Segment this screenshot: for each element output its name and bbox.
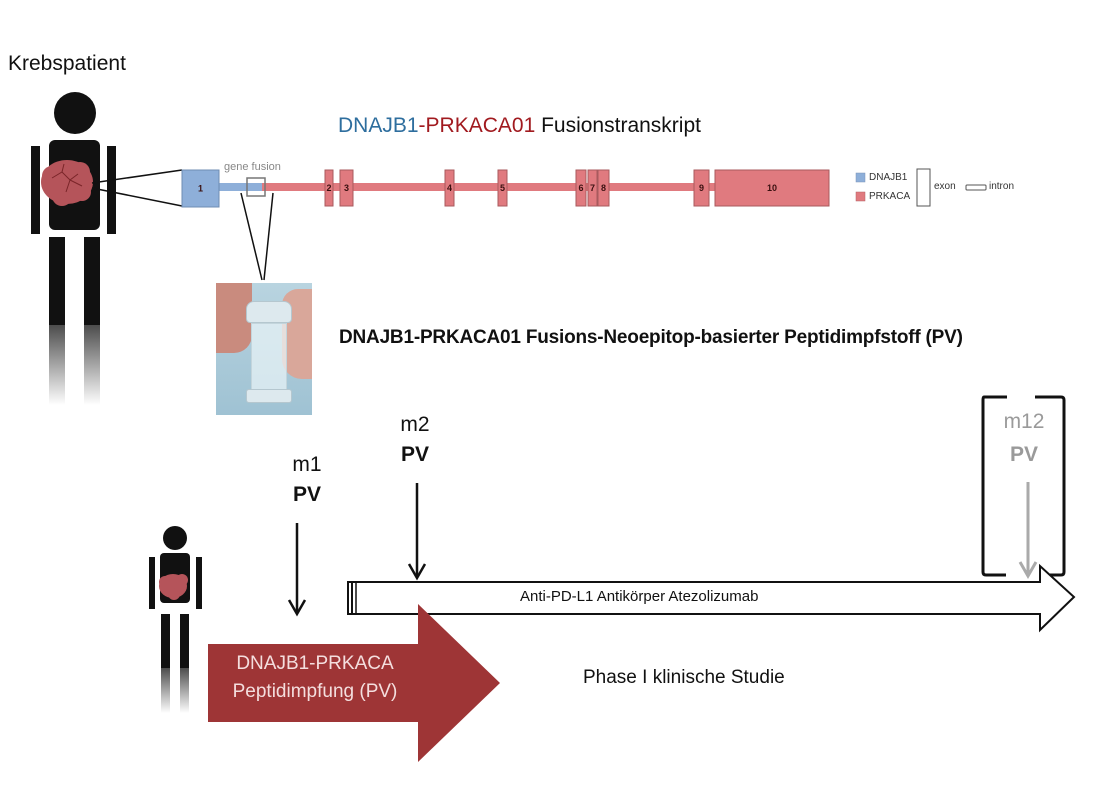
timepoint-m12-label: PV	[1009, 443, 1038, 466]
small-tumor-icon	[159, 574, 188, 600]
timepoint-arrow-m1	[287, 523, 307, 617]
exon-label-3: 3	[344, 183, 349, 193]
timepoint-m12-month: m12	[1003, 410, 1045, 433]
exon-label-1: 1	[198, 184, 203, 194]
peptide-vaccination-arrow	[208, 604, 500, 762]
timepoint-m1-month: m1	[292, 453, 322, 476]
patient-figure-large	[31, 92, 116, 405]
exon-9	[693, 169, 710, 207]
timepoint-arrow-m12	[1018, 482, 1038, 580]
legend-label-intron: intron	[989, 181, 1015, 192]
transcript-title: DNAJB1-PRKACA01 Fusionstranskript	[338, 114, 701, 138]
exon-3	[339, 169, 354, 207]
tumor-icon	[41, 160, 93, 206]
vial-cap	[246, 301, 292, 323]
patient-left-arm	[31, 146, 40, 234]
peptide-arrow-label-line1: DNAJB1-PRKACA	[236, 653, 394, 674]
legend-label-exon: exon	[934, 181, 956, 192]
transcript-legend	[855, 168, 987, 207]
exon-label-2: 2	[326, 183, 331, 193]
intron-prkaca	[262, 183, 717, 191]
gene-fusion-label: gene fusion	[224, 161, 281, 173]
legend-intron-symbol	[965, 184, 987, 191]
m12-bracket	[981, 395, 1066, 577]
patient-head	[54, 92, 96, 134]
patient-right-arm	[107, 146, 116, 234]
exon-4	[444, 169, 455, 207]
exon-1	[181, 169, 220, 208]
exon-label-4: 4	[447, 183, 452, 193]
vaccine-vial-photo	[216, 283, 312, 415]
exon-10	[714, 169, 830, 207]
legend-label-dnajb1: DNAJB1	[869, 172, 908, 183]
small-right-leg-reflection	[180, 668, 189, 713]
zoom-line-bottom	[91, 187, 183, 207]
timepoint-arrow-m2	[407, 483, 427, 581]
legend-label-prkaca: PRKACA	[869, 191, 911, 202]
vial-glass	[251, 323, 287, 393]
vaccine-title: DNAJB1-PRKACA01 Fusions-Neoepitop-basier…	[339, 327, 963, 348]
small-patient-left-leg	[161, 614, 170, 668]
patient-left-leg	[49, 237, 65, 325]
peptide-arrow-label-line2: Peptidimpfung (PV)	[232, 681, 398, 702]
exon-5	[497, 169, 508, 207]
legend-exon-symbol	[916, 168, 931, 207]
transcript-gene1: DNAJB1	[338, 114, 419, 137]
gene-fusion-box	[246, 177, 266, 197]
fusion-zoom-line-right	[263, 192, 274, 281]
patient-left-leg-reflection	[49, 325, 65, 405]
peptide-arrow-label: DNAJB1-PRKACA Peptidimpfung (PV)	[210, 650, 420, 706]
transcript-gene2: PRKACA01	[425, 114, 536, 137]
antibody-arrow	[347, 563, 1076, 633]
small-left-leg-reflection	[161, 668, 170, 713]
exon-label-9: 9	[699, 183, 704, 193]
vial-base	[246, 389, 292, 403]
exon-label-8: 8	[601, 183, 606, 193]
small-patient-right-leg	[180, 614, 189, 668]
timepoint-m2-label: PV	[400, 443, 429, 466]
patient-right-leg	[84, 237, 100, 325]
antibody-arrow-label: Anti-PD-L1 Antikörper Atezolizumab	[520, 588, 759, 605]
small-patient-head	[163, 526, 187, 550]
exon-6	[575, 169, 587, 207]
exon-2	[324, 169, 334, 207]
timepoint-m2-month: m2	[400, 413, 430, 436]
transcript-suffix: Fusionstranskript	[535, 114, 701, 137]
phase-label: Phase I klinische Studie	[583, 667, 785, 688]
exon-label-5: 5	[500, 183, 505, 193]
patient-label: Krebspatient	[8, 52, 126, 75]
patient-right-leg-reflection	[84, 325, 100, 405]
legend-swatch-prkaca	[855, 191, 866, 202]
timepoint-m1-label: PV	[292, 483, 321, 506]
exon-8	[597, 169, 610, 207]
intron-dnajb1	[219, 183, 264, 191]
patient-figure-small	[149, 526, 202, 713]
small-patient-left-arm	[149, 557, 155, 609]
exon-7	[587, 169, 598, 207]
fusion-zoom-line-left	[240, 192, 263, 281]
exon-label-10: 10	[767, 183, 777, 193]
transcript-separator: -	[418, 114, 426, 137]
small-patient-right-arm	[196, 557, 202, 609]
legend-swatch-dnajb1	[855, 172, 866, 183]
exon-label-6: 6	[578, 183, 583, 193]
exon-label-7: 7	[590, 183, 595, 193]
zoom-line-top	[91, 169, 183, 184]
